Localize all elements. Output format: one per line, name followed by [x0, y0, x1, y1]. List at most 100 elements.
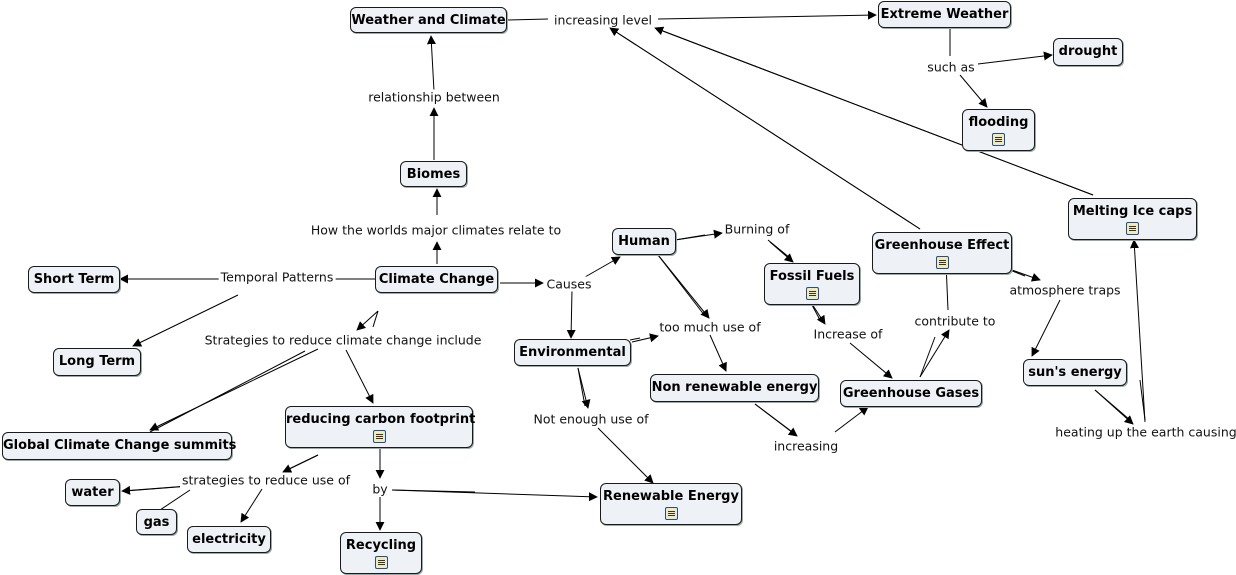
link-not-enough-use-of: Not enough use of — [531, 411, 651, 427]
concept-label: Long Term — [58, 354, 136, 369]
edge-arrow — [811, 303, 826, 325]
concept-short-term[interactable]: Short Term — [28, 266, 120, 293]
concept-extreme-weather[interactable]: Extreme Weather — [878, 1, 1011, 28]
concept-label: Recycling — [345, 538, 417, 553]
concept-label: Environmental — [519, 345, 626, 360]
concept-label: drought — [1058, 44, 1118, 59]
concept-drought[interactable]: drought — [1053, 38, 1123, 66]
concept-melting-ice-caps[interactable]: Melting Ice caps — [1068, 198, 1197, 240]
concept-suns-energy[interactable]: sun's energy — [1023, 359, 1127, 386]
concept-electricity[interactable]: electricity — [187, 526, 271, 553]
edge-arrow — [356, 310, 379, 331]
concept-non-renewable-energy[interactable]: Non renewable energy — [650, 374, 819, 402]
link-temporal-patterns: Temporal Patterns — [218, 269, 336, 285]
link-heating-up-earth: heating up the earth causing — [1053, 424, 1236, 440]
concept-flooding[interactable]: flooding — [962, 109, 1035, 151]
concept-label: Non renewable energy — [651, 380, 818, 395]
concept-weather-and-climate[interactable]: Weather and Climate — [350, 7, 507, 33]
document-icon[interactable] — [664, 507, 678, 520]
link-increasing-level: increasing level — [551, 12, 655, 28]
edge-line — [811, 304, 821, 321]
link-causes: Causes — [544, 276, 594, 292]
edge-arrow — [597, 427, 654, 484]
edge-arrow — [769, 241, 794, 263]
link-increasing: increasing — [771, 438, 841, 454]
edge-arrow — [240, 488, 263, 523]
edge-arrow — [282, 454, 319, 473]
concept-climate-change[interactable]: Climate Change — [375, 266, 498, 293]
link-increase-of: Increase of — [811, 326, 885, 342]
link-strategies-reduce-climate: Strategies to reduce climate change incl… — [202, 332, 484, 348]
edge-arrow — [849, 342, 893, 379]
link-how-worlds-major-climates: How the worlds major climates relate to — [308, 222, 564, 238]
edge-arrow — [584, 256, 621, 278]
edge-arrow — [1094, 389, 1134, 425]
concept-label: water — [71, 485, 114, 500]
concept-greenhouse-gases[interactable]: Greenhouse Gases — [840, 380, 982, 407]
edge-arrow — [1031, 299, 1061, 357]
edge-arrow — [754, 403, 798, 437]
document-icon[interactable] — [935, 256, 949, 269]
edge-arrow — [121, 485, 189, 495]
link-relationship-between: relationship between — [366, 89, 502, 105]
edge-arrow — [977, 51, 1053, 65]
concept-label: electricity — [192, 532, 266, 547]
concept-fossil-fuels[interactable]: Fossil Fuels — [764, 263, 860, 305]
edge-arrow — [919, 329, 950, 378]
concept-renewable-energy[interactable]: Renewable Energy — [600, 483, 742, 525]
edge-arrow — [391, 489, 598, 502]
concept-global-climate-change-summits[interactable]: Global Climate Change summits — [2, 432, 236, 460]
concept-label: Short Term — [33, 272, 115, 287]
edge-line — [505, 18, 549, 21]
edge-arrow — [674, 229, 723, 241]
edge-line — [149, 350, 306, 433]
edge-arrow — [959, 74, 988, 108]
concept-human[interactable]: Human — [612, 228, 676, 255]
edge-arrow — [631, 333, 659, 343]
edge-arrow — [566, 289, 576, 339]
concept-label: Renewable Energy — [603, 489, 739, 504]
edge-arrow — [1129, 239, 1146, 423]
concept-label: sun's energy — [1028, 365, 1122, 380]
edge-line — [919, 336, 936, 378]
link-strategies-reduce-use: strategies to reduce use of — [179, 472, 353, 488]
concept-label: flooding — [968, 115, 1029, 130]
edge-arrow — [345, 349, 374, 404]
document-icon[interactable] — [805, 287, 819, 300]
concept-label: Fossil Fuels — [769, 269, 855, 284]
link-burning-of: Burning of — [722, 221, 792, 237]
edge-arrow — [834, 406, 869, 433]
edge-arrow — [132, 294, 239, 347]
concept-recycling[interactable]: Recycling — [340, 532, 422, 574]
concept-biomes[interactable]: Biomes — [400, 161, 467, 187]
concept-long-term[interactable]: Long Term — [53, 348, 141, 376]
concept-reducing-carbon-footprint[interactable]: reducing carbon footprint — [285, 406, 475, 448]
link-by: by — [370, 481, 390, 497]
document-icon[interactable] — [992, 133, 1005, 146]
link-contribute-to: contribute to — [912, 313, 998, 329]
concept-label: Greenhouse Gases — [842, 386, 980, 401]
document-icon[interactable] — [1126, 222, 1139, 235]
concept-label: Biomes — [406, 167, 461, 182]
concept-gas[interactable]: gas — [136, 509, 177, 535]
concept-water[interactable]: water — [65, 479, 120, 506]
concept-environmental[interactable]: Environmental — [514, 339, 631, 366]
edge-arrow — [657, 254, 710, 319]
concept-greenhouse-effect[interactable]: Greenhouse Effect — [872, 232, 1012, 274]
edge-arrow — [709, 334, 727, 372]
concept-label: Melting Ice caps — [1072, 204, 1193, 219]
document-icon[interactable] — [372, 430, 386, 443]
edge-line — [159, 489, 191, 511]
concept-label: Weather and Climate — [351, 13, 506, 28]
concept-label: Extreme Weather — [880, 7, 1009, 22]
edge-arrow — [657, 10, 877, 20]
document-icon[interactable] — [374, 556, 388, 569]
link-such-as: such as — [925, 59, 977, 75]
edge-arrow — [149, 348, 319, 431]
link-too-much-use-of: too much use of — [657, 319, 763, 335]
edge-line — [629, 337, 641, 341]
concept-label: gas — [143, 515, 170, 530]
concept-label: Greenhouse Effect — [874, 238, 1010, 253]
edge-arrow — [426, 35, 436, 92]
